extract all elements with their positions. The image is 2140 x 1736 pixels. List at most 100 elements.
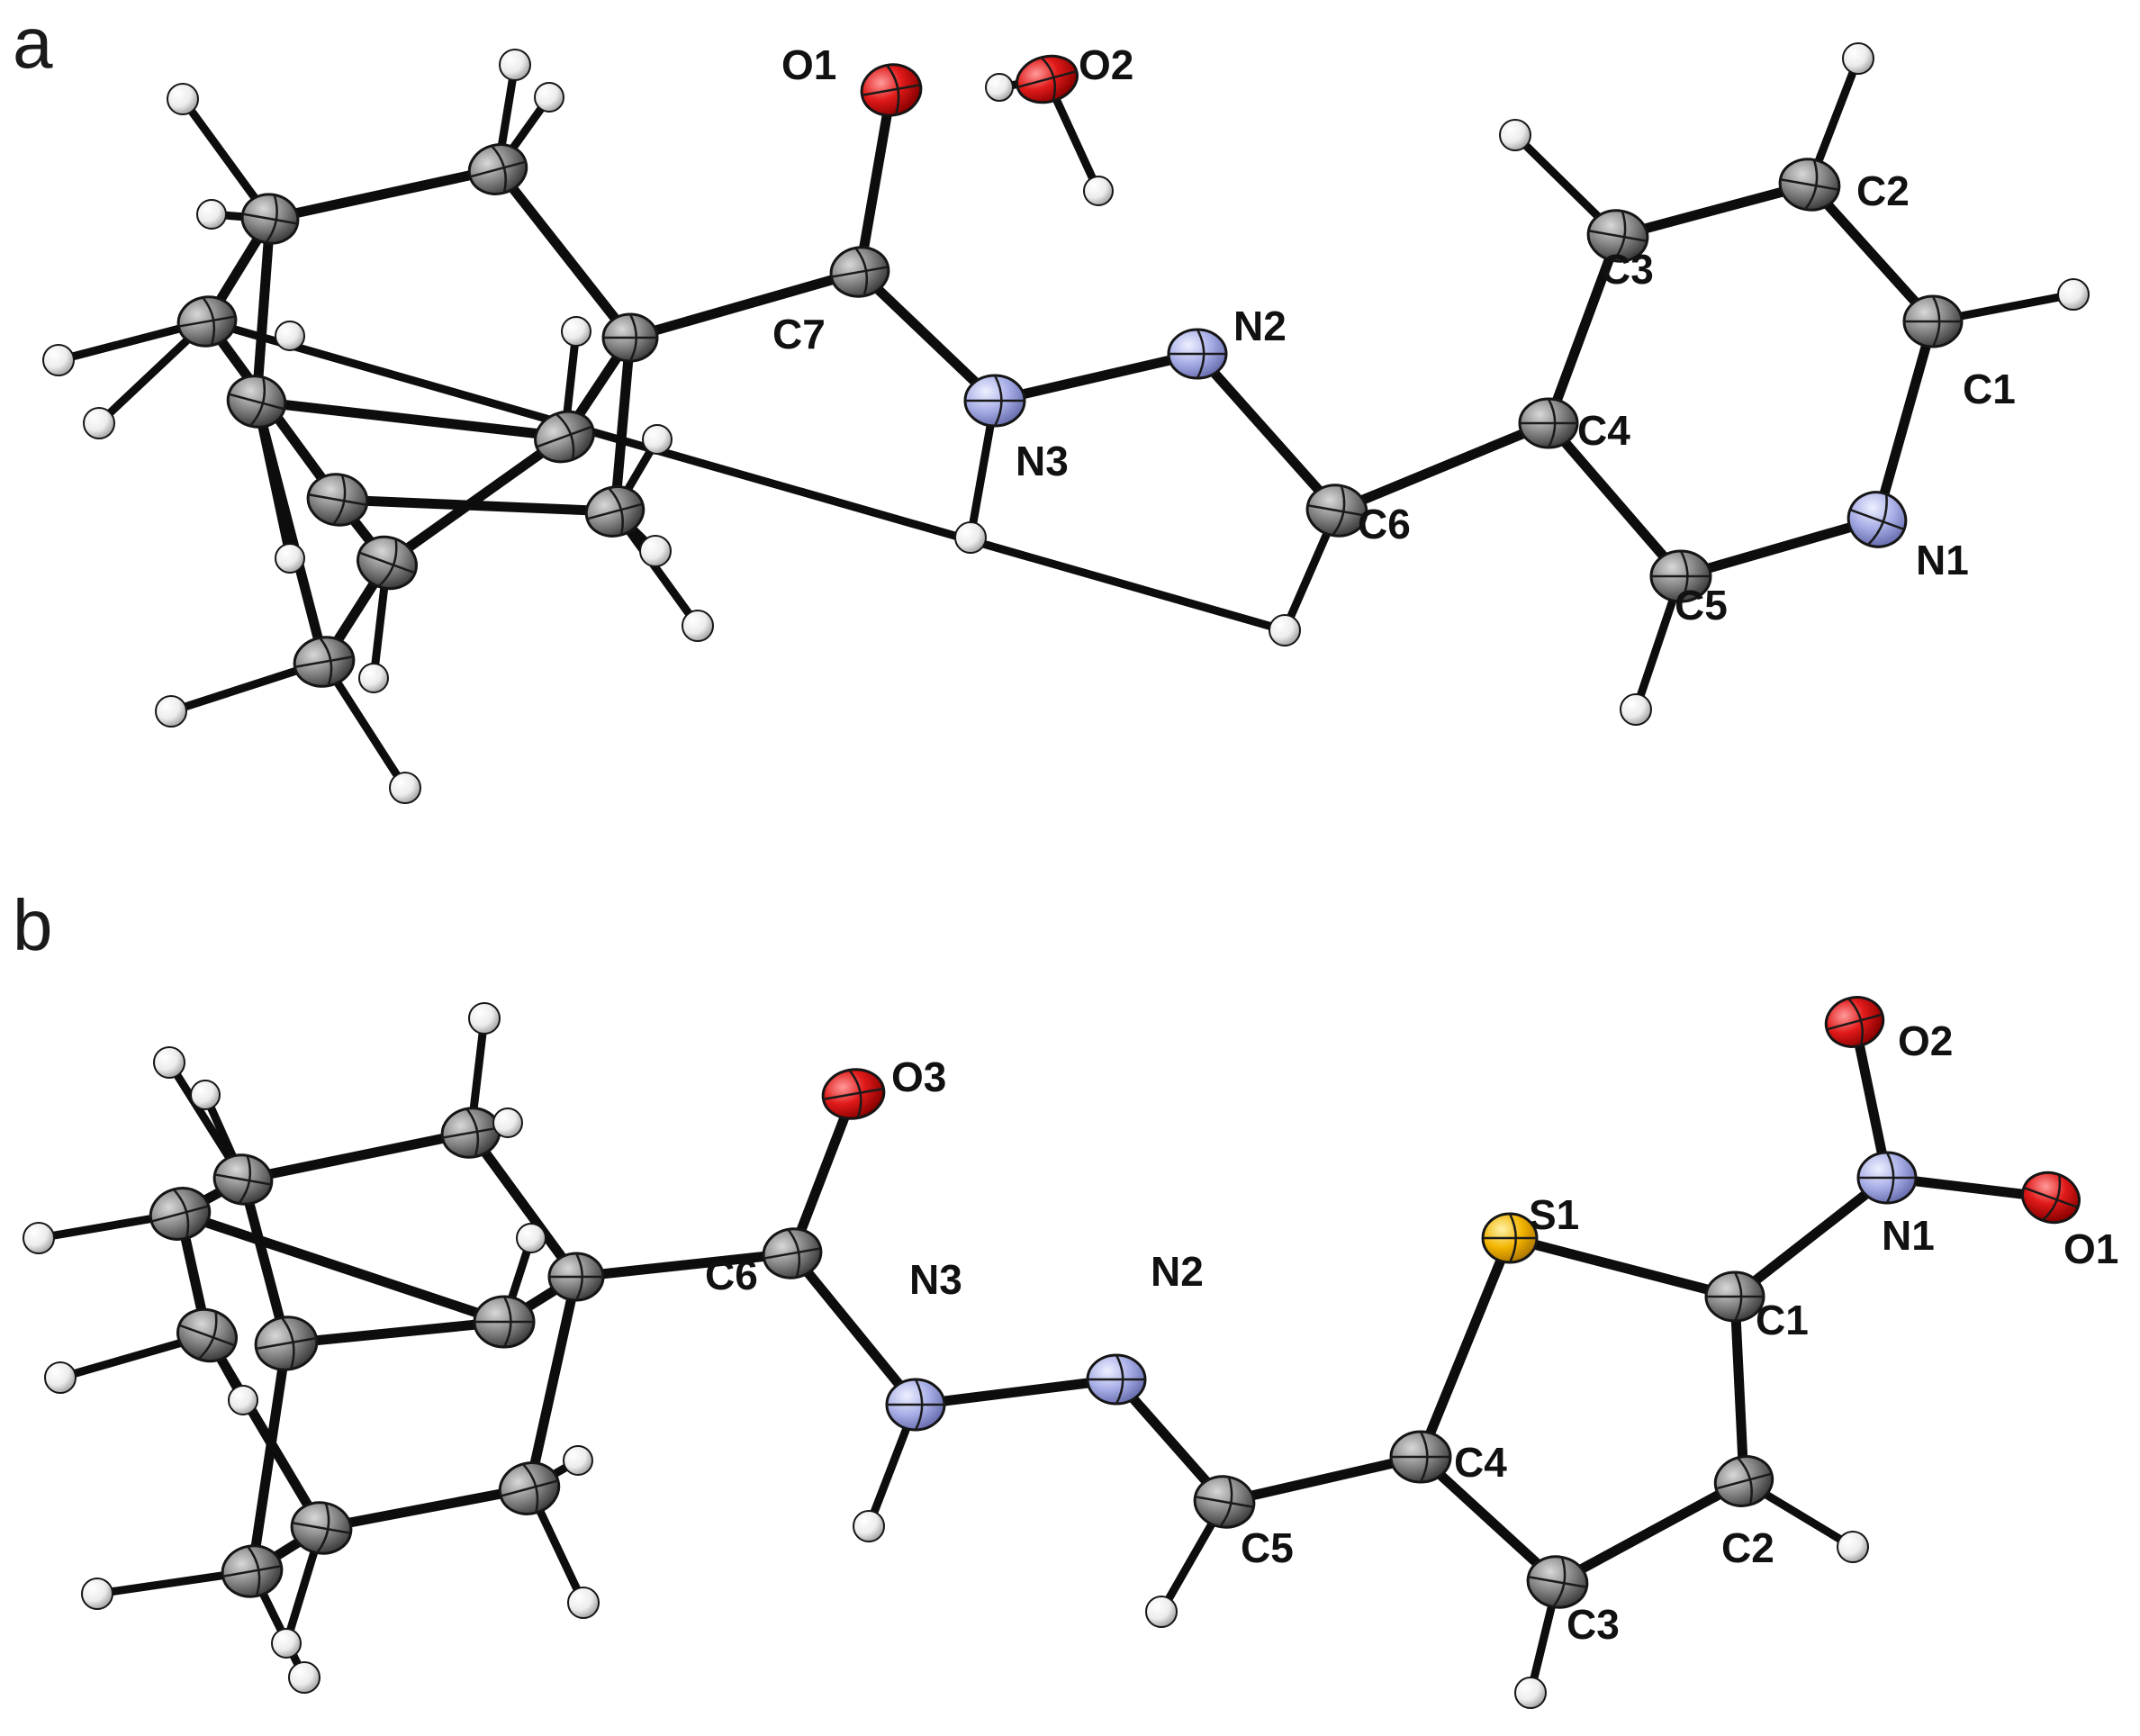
atom-a-h5c [1620, 693, 1652, 726]
atom-b-h2c [1837, 1531, 1869, 1563]
atom-b-n2 [1086, 1353, 1147, 1406]
atom-a-h3c [1499, 119, 1531, 151]
atom-a-o2 [1016, 54, 1079, 104]
atom-a-h12 [682, 610, 714, 642]
atom-a-h4 [196, 199, 227, 230]
bond-a-ad2-a-ad4 [251, 213, 275, 407]
atom-b-ad1 [440, 1107, 501, 1159]
atom-a-h15 [389, 772, 421, 804]
bond-b-ad8-b-ad9 [316, 1483, 535, 1533]
panel-a-labels: O1 O2 C7 N2 N3 C6 C4 C3 C2 C1 N1 C5 [772, 41, 2016, 628]
atom-b-h1 [468, 1002, 501, 1035]
atom-a-h5 [42, 344, 75, 376]
atom-label-a-c1: C1 [1963, 366, 2016, 412]
atom-a-h6 [1269, 614, 1301, 646]
bond-b-ad2-b-ad7 [238, 1174, 292, 1349]
atom-b-o3 [821, 1068, 886, 1120]
atom-b-n1 [1856, 1151, 1918, 1205]
bond-a-c5-a-c4 [1543, 418, 1686, 582]
atom-label-b-n1: N1 [1882, 1212, 1935, 1259]
atom-b-ad2 [212, 1153, 274, 1206]
bond-a-ad3-a-h6 [203, 317, 1289, 635]
atom-label-b-c4: C4 [1454, 1439, 1507, 1486]
atom-label-a-c7: C7 [772, 311, 826, 357]
bond-b-ad7-b-ad10 [247, 1338, 292, 1577]
bond-b-ad1-b-ad4 [465, 1127, 582, 1282]
atom-a-c4 [1518, 397, 1579, 449]
atom-label-b-c5: C5 [1241, 1524, 1294, 1571]
atom-a-h14 [155, 695, 187, 728]
atom-b-ad10 [221, 1544, 284, 1598]
atom-b-c3 [1526, 1555, 1589, 1609]
atom-a-h7 [83, 407, 115, 439]
atom-a-ad1 [467, 143, 528, 195]
atom-b-ad6 [176, 1307, 238, 1363]
atom-a-ad3 [176, 295, 238, 348]
atom-b-ad5 [473, 1295, 536, 1349]
atom-b-h5c [1145, 1596, 1178, 1628]
atom-label-b-c2: C2 [1721, 1524, 1774, 1571]
atom-b-hn3 [853, 1510, 885, 1542]
atom-a-ad9 [357, 535, 418, 591]
bond-a-ad5-a-ad8 [609, 332, 636, 517]
atom-a-n2 [1167, 328, 1228, 380]
atom-label-b-o3: O3 [891, 1053, 946, 1100]
atom-b-ad4 [547, 1252, 605, 1302]
atom-b-h10 [567, 1587, 600, 1619]
atom-label-a-c2: C2 [1856, 167, 1910, 214]
bond-b-c4-b-s1 [1415, 1233, 1515, 1462]
panel-b-labels: O3 C6 N3 N2 C5 C4 S1 C1 N1 O2 O1 C2 C3 [705, 1017, 2118, 1648]
atom-b-h4 [190, 1080, 221, 1110]
bond-b-ad4-b-c6 [571, 1248, 798, 1282]
atom-b-h9 [563, 1445, 593, 1476]
atom-a-hn3 [954, 521, 987, 554]
atom-a-ad10 [293, 636, 356, 688]
atom-a-ad8 [584, 485, 646, 538]
atom-a-c3 [1586, 209, 1649, 263]
atom-b-ad7 [254, 1316, 319, 1371]
bond-b-ad1-b-ad2 [238, 1127, 476, 1185]
atom-label-a-n1: N1 [1916, 537, 1969, 583]
panel-letter-b: b [13, 885, 53, 965]
atom-label-b-c1: C1 [1756, 1297, 1809, 1343]
atom-b-ad9 [290, 1501, 353, 1555]
bond-a-ad7-a-ad8 [332, 494, 620, 517]
atom-label-a-n2: N2 [1233, 303, 1287, 349]
bond-b-n3-b-n2 [910, 1374, 1122, 1410]
atom-a-o1 [860, 63, 923, 117]
bond-a-c7-a-n3 [854, 267, 1000, 406]
bond-a-c1-a-n1 [1872, 316, 1938, 525]
atom-a-c5 [1649, 549, 1712, 603]
atom-layer [23, 42, 2090, 1709]
atom-a-h9 [642, 424, 673, 455]
atom-b-h3 [153, 1046, 185, 1079]
atom-a-h2 [534, 82, 564, 113]
bond-a-ad4-a-ad6 [251, 396, 570, 442]
atom-label-b-o2: O2 [1898, 1017, 1953, 1064]
atom-b-ad8 [498, 1461, 561, 1515]
bond-b-ad5-b-ad7 [281, 1316, 510, 1349]
atom-a-c7 [829, 246, 890, 298]
bond-a-n2-a-c6 [1192, 348, 1342, 516]
atom-a-h2c [1842, 42, 1874, 75]
atom-b-s1 [1481, 1212, 1539, 1264]
bond-b-c6-b-n3 [787, 1248, 921, 1410]
bond-a-c4-a-c3 [1543, 231, 1623, 429]
atom-b-c1 [1704, 1270, 1765, 1323]
atom-a-h6 [275, 321, 305, 351]
bond-a-ad1-a-ad2 [265, 164, 503, 224]
atom-label-a-c6: C6 [1358, 501, 1411, 547]
atom-b-c6 [762, 1227, 823, 1279]
atom-b-c5 [1193, 1475, 1256, 1529]
atom-b-c4 [1389, 1430, 1452, 1484]
atom-b-h5 [23, 1222, 55, 1254]
bond-b-ad5-b-ad3 [175, 1208, 510, 1327]
atom-label-b-c6: C6 [705, 1252, 758, 1298]
atom-a-h8 [561, 316, 591, 347]
atom-a-h1 [499, 49, 531, 81]
bond-a-ad1-a-ad5 [492, 164, 636, 343]
atom-a-h13 [358, 663, 389, 693]
atom-label-b-o1: O1 [2063, 1225, 2118, 1272]
atom-label-a-o2: O2 [1079, 41, 1133, 88]
bond-layer [34, 54, 2078, 1697]
